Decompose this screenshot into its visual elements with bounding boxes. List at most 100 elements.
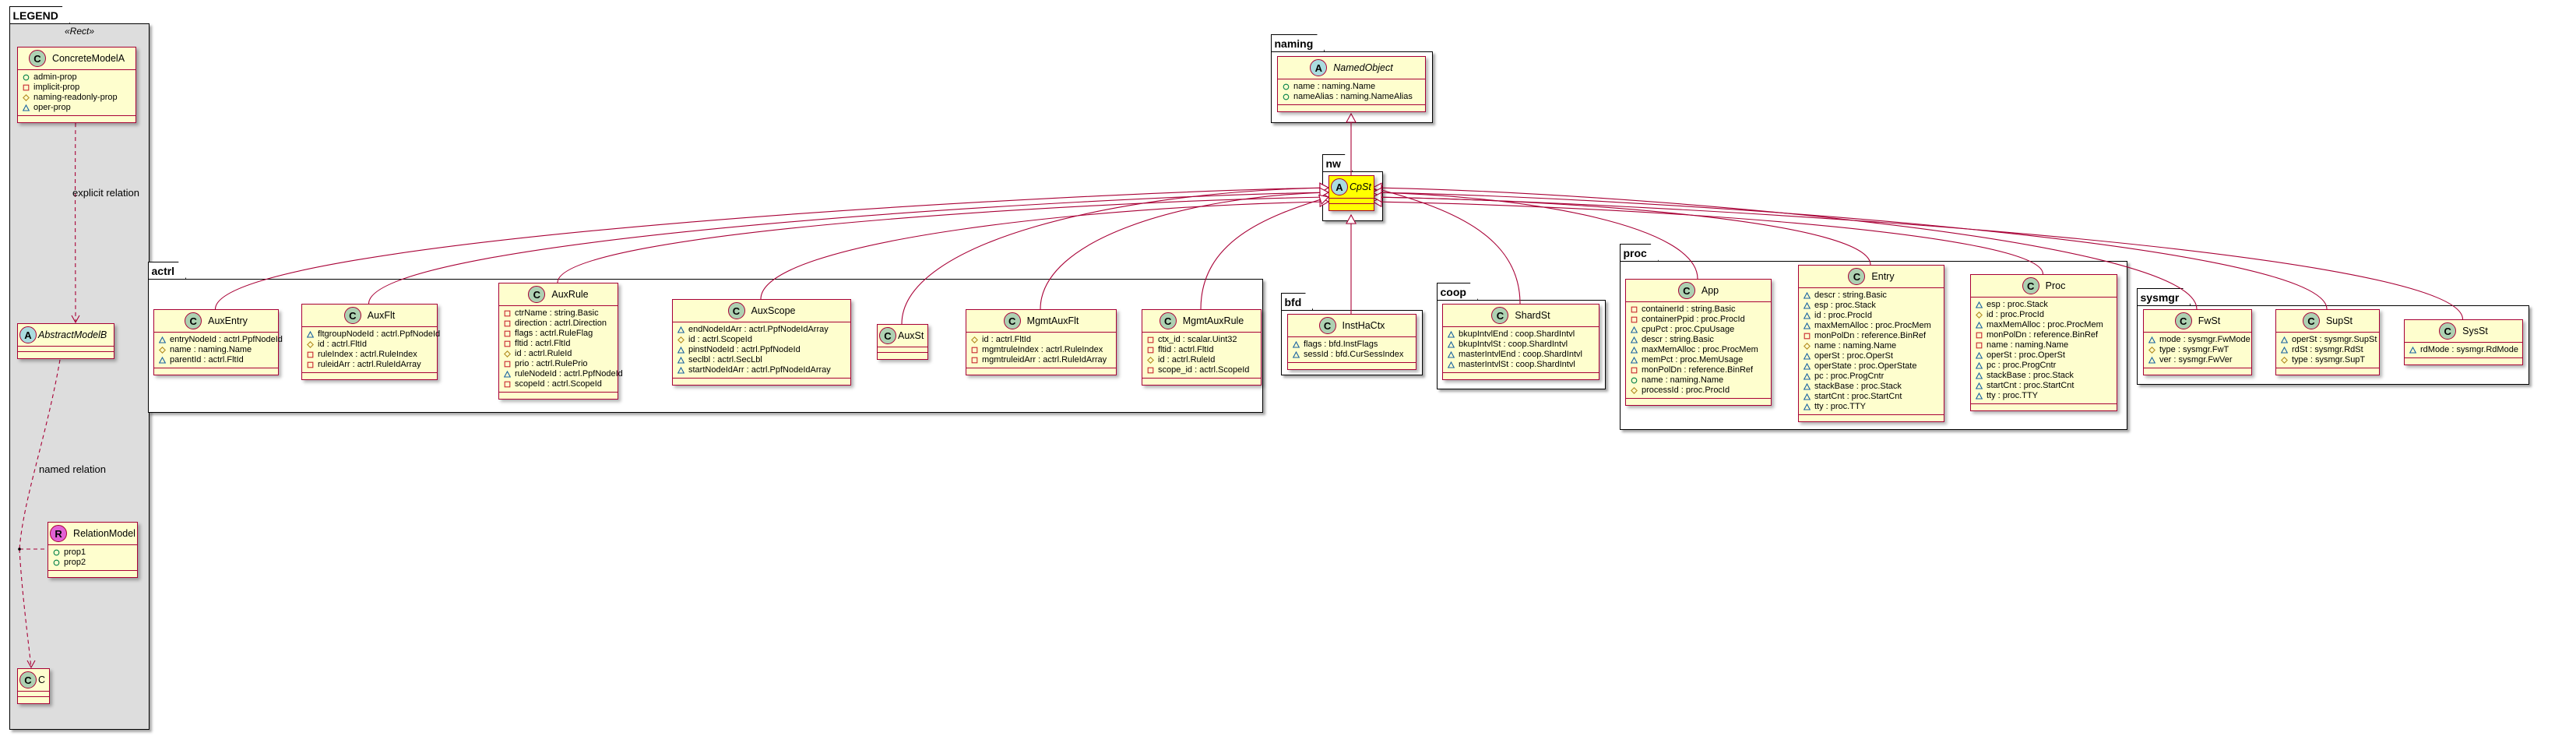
attribute-text: ctrName : string.Basic (515, 308, 599, 318)
attribute-text: ruleidArr : actrl.RuleIdArray (318, 360, 421, 369)
protected-visibility-icon (307, 341, 314, 348)
abstract-stereotype-icon: A (1310, 59, 1328, 76)
class-attribute: name : naming.Name (1976, 340, 2117, 350)
attribute-text: containerId : string.Basic (1642, 305, 1736, 314)
private-visibility-icon (1631, 316, 1638, 323)
class-methods (48, 571, 137, 577)
private-visibility-icon (307, 361, 314, 368)
class-attribute: esp : proc.Stack (1976, 300, 2117, 310)
class-stereotype-icon: C (185, 312, 202, 329)
class-attribute: processId : proc.ProcId (1631, 386, 1771, 396)
attribute-text: id : actrl.FltId (318, 340, 367, 349)
attribute-text: mgmtruleIndex : actrl.RuleIndex (982, 345, 1103, 354)
private-visibility-icon (504, 361, 511, 368)
class-attribute: ruleNodeId : actrl.PpfNodeId (504, 369, 623, 379)
class-attribute: id : actrl.RuleId (504, 349, 618, 359)
class-attribute: id : actrl.ScopeId (677, 335, 850, 345)
class-attribute: startCnt : proc.StartCnt (1976, 381, 2117, 391)
class-name: MgmtAuxFlt (1026, 315, 1079, 326)
attribute-text: seclbl : actrl.SecLbl (688, 355, 762, 364)
package-visibility-icon (23, 104, 30, 111)
attribute-text: pc : proc.ProgCntr (1987, 361, 2057, 370)
class-attribute: id : actrl.FltId (971, 335, 1116, 345)
protected-visibility-icon (2148, 347, 2155, 354)
class-attribute: containerPpid : proc.ProcId (1631, 315, 1771, 325)
class-name: NamedObject (1333, 62, 1393, 73)
package-visibility-icon (1976, 382, 1983, 389)
attribute-text: name : naming.Name (170, 345, 252, 354)
class-attribute: stackBase : proc.Stack (1804, 382, 1944, 392)
class-stereotype-icon: C (2174, 312, 2192, 329)
class-attribute: fltid : actrl.FltId (1147, 345, 1261, 355)
protected-visibility-icon (971, 336, 978, 343)
class-name: ShardSt (1515, 310, 1550, 321)
class-attribute: naming-readonly-prop (23, 93, 135, 103)
attribute-text: pinstNodeId : actrl.PpfNodeId (688, 345, 801, 354)
private-visibility-icon (1976, 332, 1983, 339)
explicit-relation-label: explicit relation (72, 187, 139, 199)
attribute-text: prop1 (64, 548, 86, 557)
package-tab: coop (1437, 283, 1478, 300)
attribute-text: esp : proc.Stack (1814, 301, 1876, 310)
package-visibility-icon (1293, 351, 1300, 358)
class-attribute: pinstNodeId : actrl.PpfNodeId (677, 345, 850, 355)
attribute-text: operSt : sysmgr.SupSt (2292, 335, 2377, 344)
package-legend: LEGEND«Rect» (9, 23, 150, 730)
attribute-text: tty : proc.TTY (1987, 391, 2039, 400)
private-visibility-icon (504, 340, 511, 347)
attribute-text: direction : actrl.Direction (515, 319, 607, 328)
class-attribute: type : sysmgr.SupT (2281, 355, 2379, 365)
class-name: AuxScope (751, 305, 796, 316)
class-attribute: entryNodeId : actrl.PpfNodeId (159, 335, 283, 345)
class-attribute: prop1 (53, 548, 137, 558)
class-methods (18, 352, 114, 358)
attribute-text: ver : sysmgr.FwVer (2159, 355, 2233, 364)
attribute-text: pc : proc.ProgCntr (1814, 372, 1884, 381)
class-attribute: rdSt : sysmgr.RdSt (2281, 345, 2379, 355)
protected-visibility-icon (1631, 387, 1638, 394)
attribute-text: mode : sysmgr.FwMode (2159, 335, 2250, 344)
class-stereotype-icon: C (1491, 307, 1509, 324)
class-methods (1799, 415, 1944, 421)
private-visibility-icon (307, 351, 314, 358)
attribute-text: masterIntvlSt : coop.ShardIntvl (1459, 360, 1575, 369)
class-stereotype-icon: C (19, 671, 37, 688)
class-methods (154, 368, 278, 375)
class-methods (302, 373, 437, 379)
class-attribute: admin-prop (23, 72, 135, 83)
class-attributes (18, 347, 114, 352)
attribute-text: cpuPct : proc.CpuUsage (1642, 325, 1735, 334)
class-methods (966, 368, 1116, 375)
class-stereotype-icon: C (2302, 312, 2320, 329)
private-visibility-icon (971, 347, 978, 354)
package-tab: naming (1271, 34, 1325, 51)
package-visibility-icon (1631, 357, 1638, 364)
attribute-text: oper-prop (33, 103, 71, 112)
package-visibility-icon (1804, 363, 1811, 370)
package-visibility-icon (1804, 302, 1811, 309)
class-attribute: memPct : proc.MemUsage (1631, 355, 1771, 365)
public-visibility-icon (1283, 83, 1290, 90)
class-attribute: bkupIntvlEnd : coop.ShardIntvl (1448, 329, 1599, 340)
protected-visibility-icon (2281, 357, 2288, 364)
package-visibility-icon (1448, 351, 1455, 358)
attribute-text: endNodeIdArr : actrl.PpfNodeIdArray (688, 325, 829, 334)
class-attribute: maxMemAlloc : proc.ProcMem (1804, 321, 1944, 331)
attribute-text: operSt : proc.OperSt (1987, 350, 2065, 360)
class-attributes (1329, 199, 1374, 204)
class-attribute: id : actrl.RuleId (1147, 355, 1261, 365)
class-attribute: name : naming.Name (1804, 341, 1944, 351)
abstract-stereotype-icon: A (19, 326, 37, 343)
attribute-text: scope_id : actrl.ScopeId (1158, 365, 1250, 375)
class-attribute: fltgroupNodeId : actrl.PpfNodeId (307, 329, 440, 340)
class-attribute: esp : proc.Stack (1804, 301, 1944, 311)
class-attribute: id : actrl.FltId (307, 340, 437, 350)
class-methods (1329, 204, 1374, 210)
